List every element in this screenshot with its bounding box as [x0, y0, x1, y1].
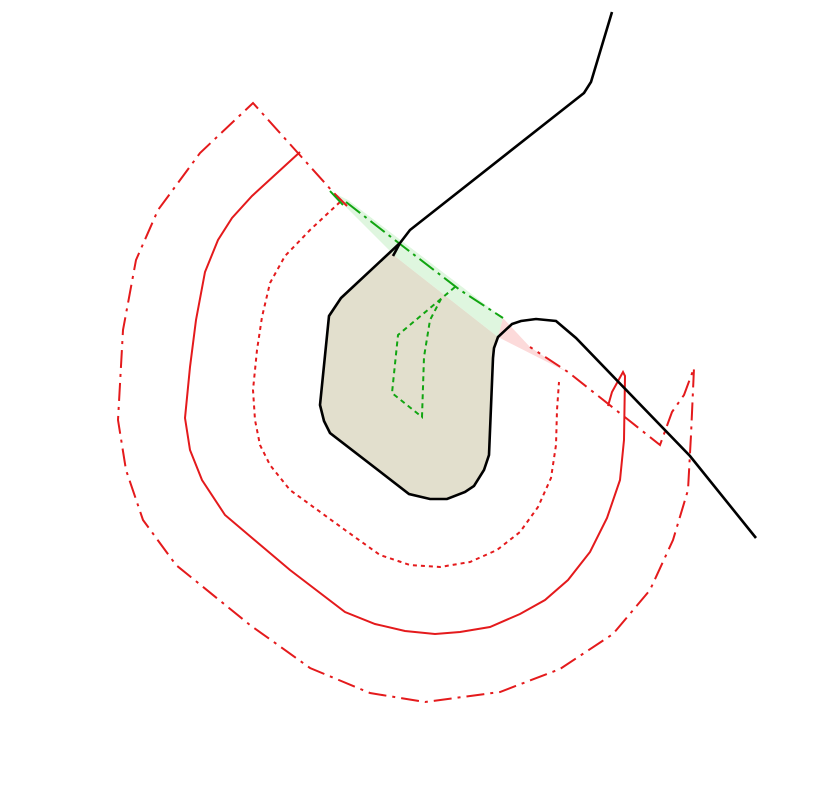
- green-dashed-loop: [390, 286, 456, 420]
- green-dashdot-line: [345, 201, 504, 319]
- shaded-body-region: [320, 243, 498, 499]
- red-dotted-offset-curve: [251, 201, 560, 569]
- red-highlight-band: [498, 318, 567, 372]
- red-dashdot-offset-curve: [116, 101, 695, 704]
- red-solid-offset-curve: [183, 151, 627, 636]
- black-inner-connector: [391, 242, 402, 257]
- black-upper-boundary-curve: [318, 11, 758, 539]
- green-top-connector: [329, 190, 344, 206]
- green-highlight-band: [330, 191, 503, 337]
